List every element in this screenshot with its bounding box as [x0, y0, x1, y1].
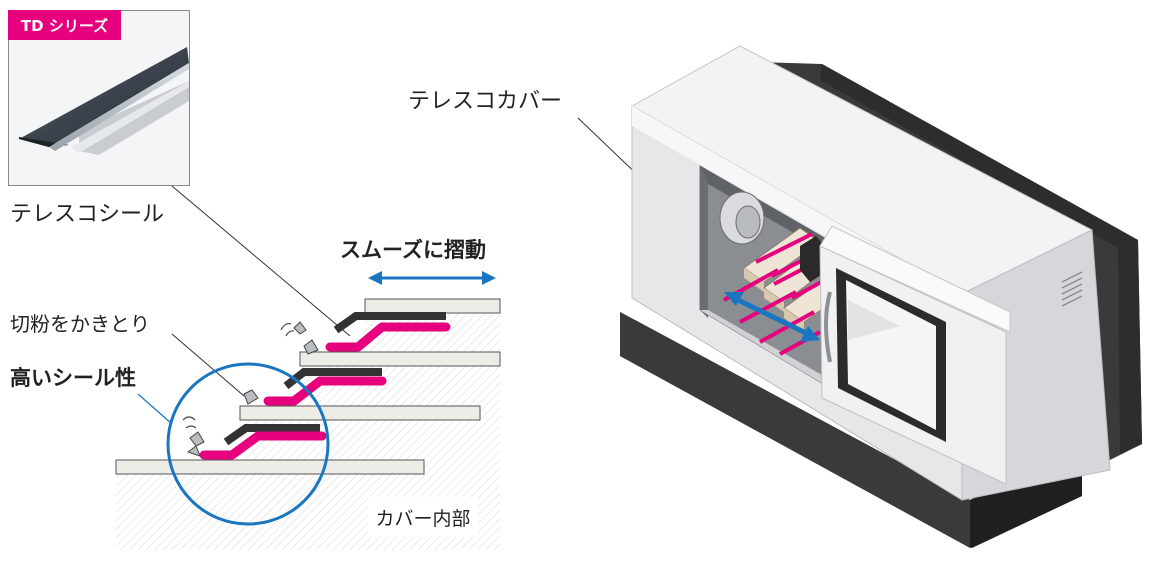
- sliding-arrow-right: [482, 271, 496, 285]
- high-seal-leader-line: [137, 393, 173, 425]
- smooth-sliding-label: スムーズに摺動: [340, 238, 486, 262]
- machine-arrow-left: [724, 292, 744, 306]
- door-handle: [824, 291, 832, 363]
- series-badge: TD シリーズ: [8, 10, 121, 40]
- chip-2: [189, 431, 205, 447]
- telescopic-seal-label: テレスコシール: [10, 202, 165, 227]
- telescopic-cover-label: テレスコカバー: [408, 89, 563, 114]
- chip-5: [293, 321, 307, 335]
- seal-dark-3: [333, 312, 446, 334]
- seal-dark-1: [223, 424, 320, 446]
- seal-profile-image: [19, 47, 189, 155]
- sliding-arrow-left: [368, 271, 382, 285]
- cover-inside-label: カバー内部: [368, 497, 478, 537]
- cover-plate-2: [239, 405, 481, 421]
- cover-plate-3: [299, 351, 501, 367]
- cover-plate-1: [115, 459, 425, 475]
- chip-leader-line: [171, 333, 245, 397]
- chip-1: [186, 445, 201, 457]
- side-vents: [1061, 271, 1083, 307]
- high-seal-label: 高いシール性: [10, 366, 136, 390]
- seal-magenta-1: [199, 431, 327, 460]
- chip-4: [303, 339, 319, 355]
- machine-arrow-right: [800, 326, 820, 342]
- seal-magenta-3: [325, 322, 451, 352]
- seal-leader-line: [171, 185, 351, 337]
- chip-scraping-label: 切粉をかきとり: [10, 312, 150, 336]
- chip-3: [243, 389, 259, 405]
- high-seal-circle: [166, 362, 330, 526]
- seal-dark-2: [283, 368, 382, 390]
